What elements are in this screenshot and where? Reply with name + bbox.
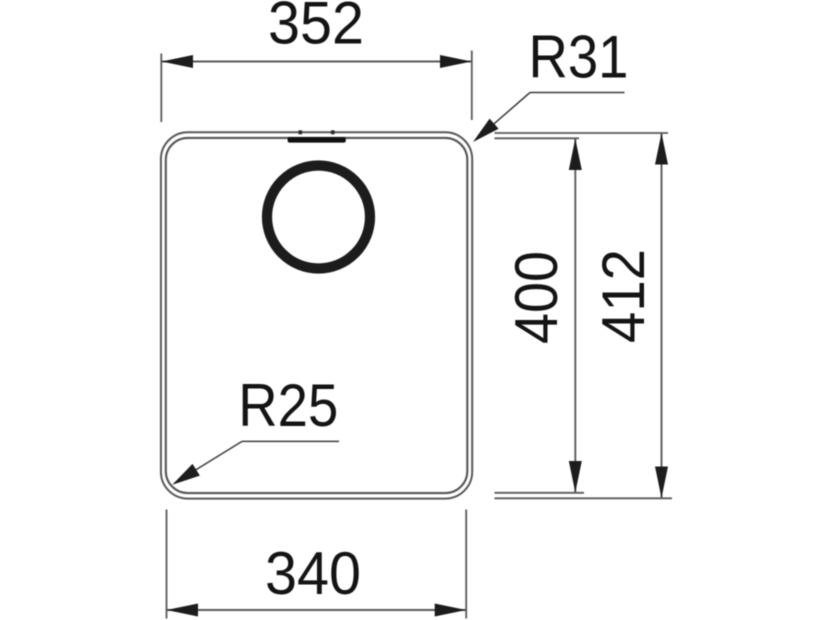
svg-text:340: 340 [265,540,361,607]
svg-text:R25: R25 [238,372,338,439]
svg-text:412: 412 [590,249,657,343]
svg-text:R31: R31 [529,23,629,90]
svg-text:352: 352 [268,0,364,56]
svg-text:400: 400 [503,251,570,344]
